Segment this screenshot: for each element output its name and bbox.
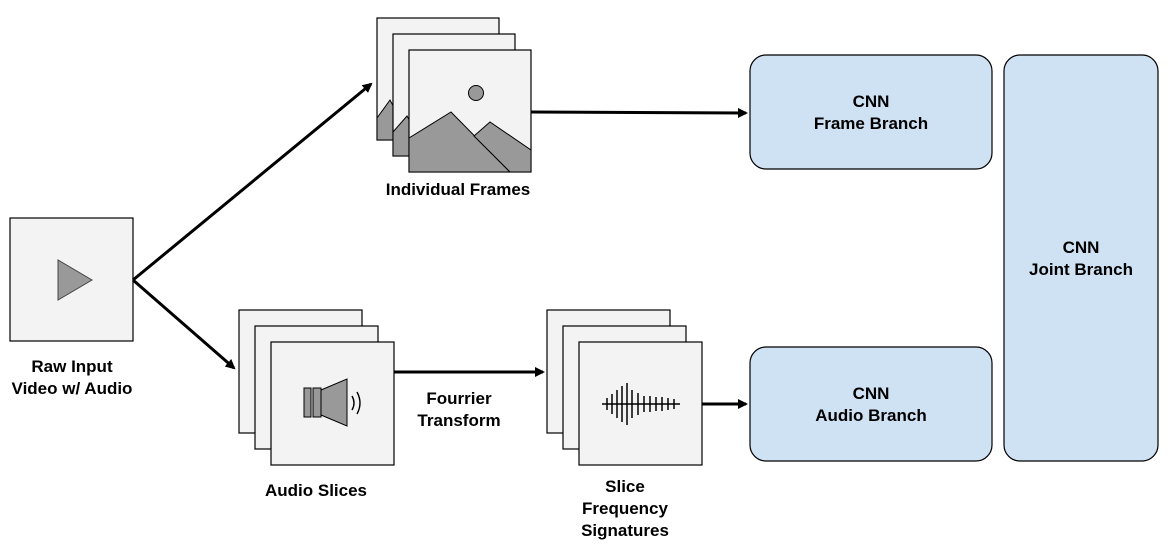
speaker-icon <box>303 378 361 427</box>
arrow-video-to-audio-slices <box>132 278 236 370</box>
cnn-joint-branch-line1: CNN <box>1062 238 1100 257</box>
cnn-joint-branch-label: CNN Joint Branch <box>1004 237 1158 281</box>
arrow-video-to-frames <box>132 82 373 282</box>
audio-slices-label: Audio Slices <box>236 480 396 502</box>
signatures-label-line3: Signatures <box>581 521 669 540</box>
cnn-joint-branch-line2: Joint Branch <box>1029 260 1133 279</box>
fourier-label-line2: Transform <box>417 411 501 430</box>
audio-slices-stack <box>238 309 395 466</box>
cnn-frame-branch-line1: CNN <box>852 92 890 111</box>
play-icon <box>57 259 93 301</box>
signatures-label: Slice Frequency Signatures <box>555 476 695 542</box>
individual-frames-text: Individual Frames <box>385 180 531 199</box>
signatures-stack <box>546 309 703 466</box>
cnn-frame-branch-line2: Frame Branch <box>813 114 929 133</box>
cnn-frame-branch-box <box>749 54 993 170</box>
raw-input-video-card <box>9 217 134 342</box>
raw-input-label-line1: Raw Input <box>31 357 113 376</box>
cnn-audio-branch-line2: Audio Branch <box>815 406 927 425</box>
raw-input-label-line2: Video w/ Audio <box>11 379 133 398</box>
cnn-audio-branch-line1: CNN <box>852 384 890 403</box>
cnn-frame-branch-label: CNN Frame Branch <box>750 91 992 135</box>
arrow-frames-to-cnn <box>530 107 748 118</box>
cnn-joint-branch-box <box>1003 54 1159 462</box>
signatures-label-line1: Slice <box>605 477 645 496</box>
fourier-label-line1: Fourrier <box>426 389 492 408</box>
raw-input-label: Raw Input Video w/ Audio <box>0 356 144 400</box>
fourier-transform-label: Fourrier Transform <box>399 388 519 432</box>
individual-frames-label: Individual Frames <box>358 179 558 201</box>
signatures-label-line2: Frequency <box>582 499 668 518</box>
cnn-audio-branch-box <box>749 346 993 462</box>
audio-slices-text: Audio Slices <box>264 481 368 500</box>
frames-stack <box>376 17 532 173</box>
waveform-icon <box>602 383 680 425</box>
cnn-audio-branch-label: CNN Audio Branch <box>750 383 992 427</box>
image-icon <box>408 85 532 173</box>
